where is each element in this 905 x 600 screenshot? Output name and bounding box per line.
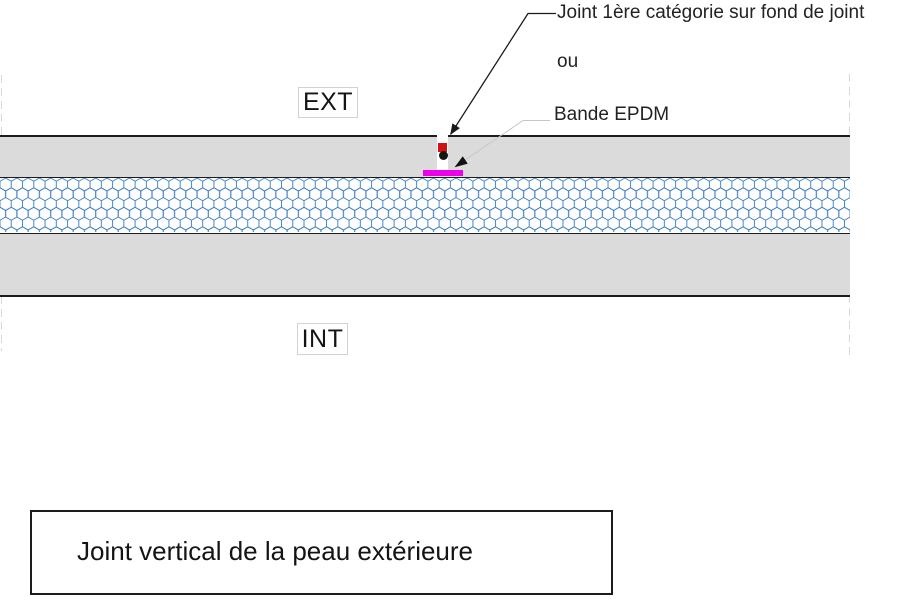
title-block: Joint vertical de la peau extérieure — [30, 510, 613, 595]
int-label: INT — [301, 324, 344, 353]
epdm-band — [423, 170, 463, 176]
insulation-layer — [0, 177, 850, 234]
annotation-or: ou — [557, 51, 579, 72]
int-label-box: INT — [297, 323, 348, 355]
backer-rod-marker — [439, 151, 448, 160]
sealant-joint-marker — [438, 143, 447, 152]
annotation-epdm: Bande EPDM — [554, 104, 670, 125]
inner-skin-layer — [0, 234, 850, 295]
drawing-title: Joint vertical de la peau extérieure — [77, 536, 474, 566]
ext-label-box: EXT — [298, 87, 358, 118]
ext-label: EXT — [302, 88, 354, 116]
insulation-hatch-pattern — [0, 178, 850, 232]
joint-leader-line — [449, 12, 556, 135]
wall-inner-face-line — [0, 295, 850, 297]
wall-outer-face-line — [0, 135, 850, 137]
annotation-joint-category: Joint 1ère catégorie sur fond de joint — [557, 2, 865, 23]
